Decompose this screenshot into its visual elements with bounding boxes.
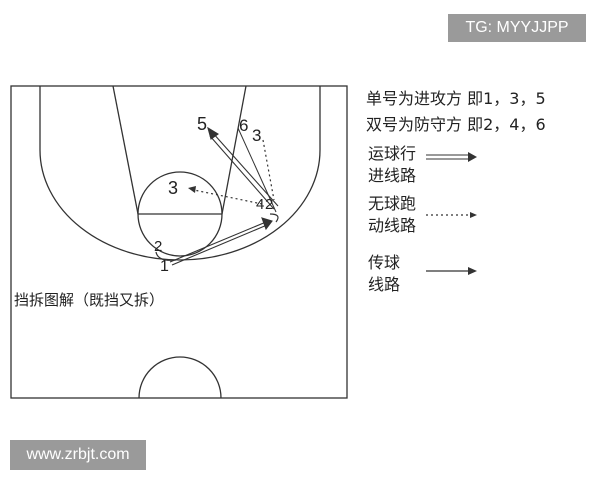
player-5-label: 5	[197, 114, 208, 134]
player-3-label: 3	[168, 178, 179, 198]
player-2b-label: 2	[265, 196, 274, 213]
defender-2-marker	[155, 251, 177, 261]
player-1-label: 1	[160, 258, 169, 275]
legend-offense: 单号为进攻方 即1，3，5	[366, 89, 546, 108]
player-4-label: 4	[256, 196, 265, 213]
screen-dribble-path	[207, 126, 279, 210]
legend-dribble-line2: 进线路	[368, 166, 417, 185]
pass-arrow-icon	[426, 267, 477, 275]
center-circle	[138, 356, 222, 399]
legend-pass-line1: 传球	[368, 253, 401, 272]
court-boundary	[10, 85, 348, 399]
dribble-path	[169, 217, 273, 266]
run-arrowhead	[188, 186, 196, 193]
diagram-caption: 挡拆图解（既挡又拆）	[14, 291, 165, 309]
player-3b-label: 3	[252, 126, 262, 145]
lane-line-left	[112, 85, 139, 215]
legend-run-line2: 动线路	[368, 216, 417, 235]
watermark-top: TG: MYYJJPP	[448, 14, 586, 42]
defender-line	[237, 127, 277, 213]
run-arrow-icon	[426, 212, 477, 218]
legend-dribble-line1: 运球行	[368, 144, 417, 163]
legend-defense: 双号为防守方 即2，4，6	[366, 115, 546, 134]
dribble-arrow-icon	[426, 152, 477, 162]
free-throw-circle	[137, 171, 223, 257]
run-path-3	[262, 139, 275, 201]
legend-pass-line2: 线路	[368, 275, 401, 294]
screen-marker	[269, 213, 279, 223]
watermark-bottom: www.zrbjt.com	[10, 440, 146, 470]
three-point-line	[39, 86, 321, 261]
lane-line-right	[221, 85, 247, 215]
player-6-label: 6	[239, 116, 249, 135]
run-path-left	[193, 189, 263, 205]
player-2-label: 2	[154, 238, 163, 255]
legend-run-line1: 无球跑	[368, 194, 417, 213]
